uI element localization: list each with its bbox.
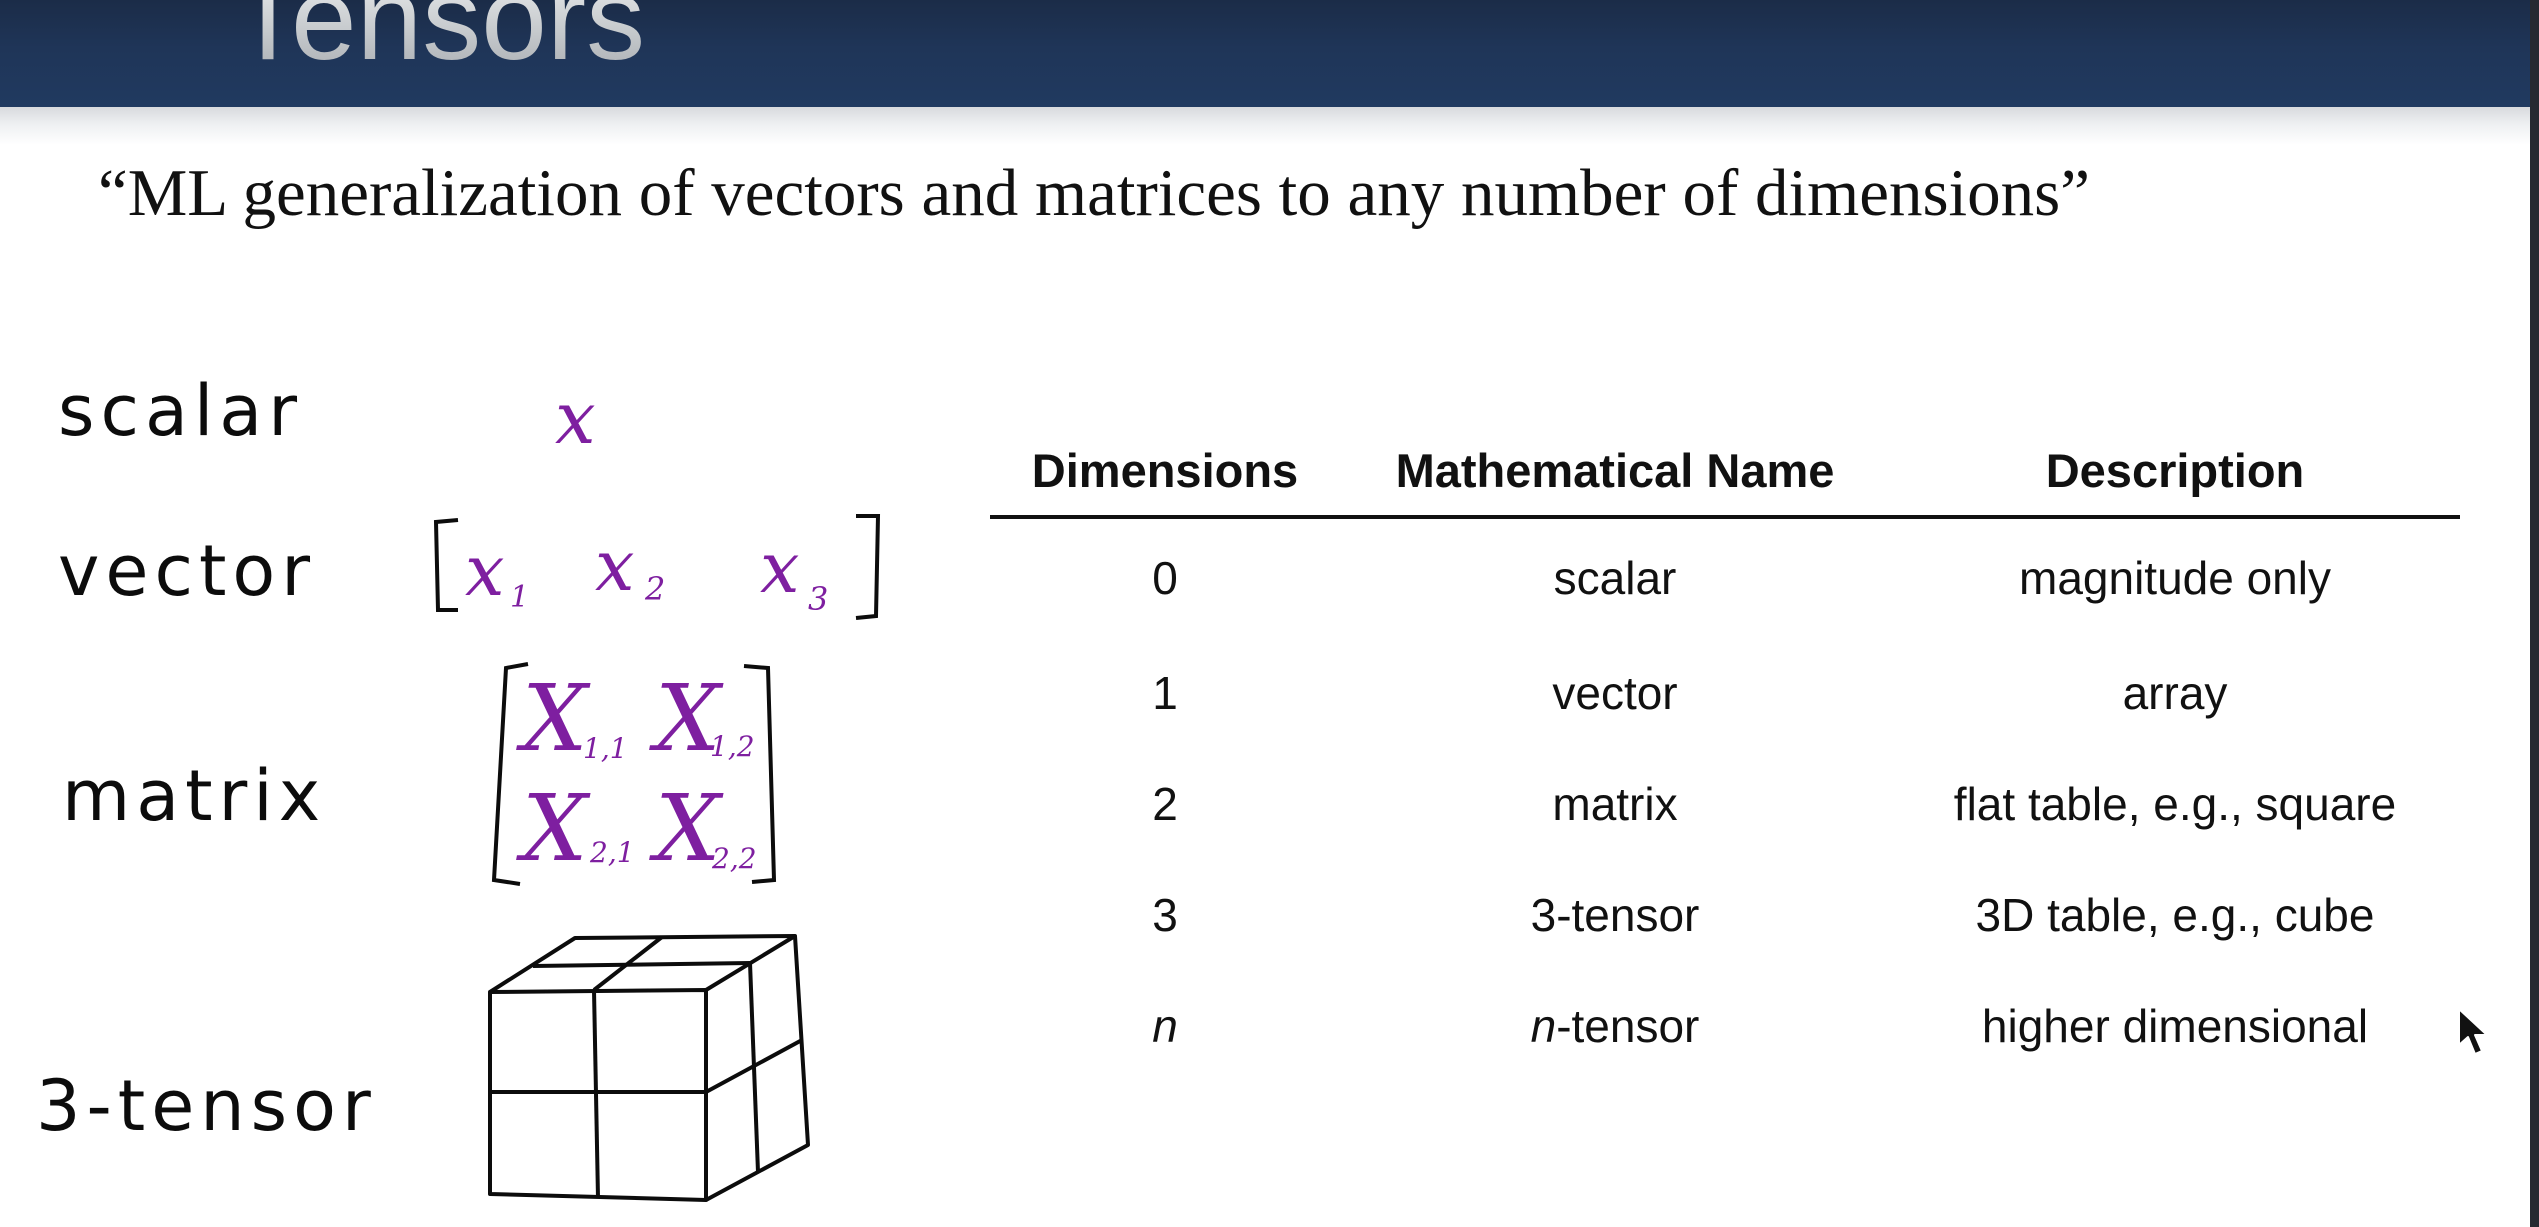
vector-entry-1: x 1 (465, 530, 529, 615)
slide-title: Tensors (232, 0, 645, 78)
matrix-entry-2-1: X 2,1 (516, 775, 635, 882)
cell-dimensions: 1 (1152, 666, 1178, 719)
definition-quote: “ML generalization of vectors and matric… (98, 156, 2090, 230)
cell-name: matrix (1340, 748, 1890, 859)
svg-text:1,2: 1,2 (710, 730, 755, 763)
cell-description: 3D table, e.g., cube (1975, 888, 2375, 941)
table-row: 3 3-tensor 3D table, e.g., cube (990, 859, 2460, 970)
table-header-row: Dimensions Mathematical Name Description (990, 425, 2460, 519)
scalar-symbol: x (555, 376, 596, 460)
cell-name: 3-tensor (1340, 859, 1890, 970)
matrix-entry-1-1: X 1,1 (516, 665, 628, 772)
title-bar: Tensors (0, 0, 2530, 107)
svg-text:2,1: 2,1 (589, 836, 635, 869)
vector-right-bracket (855, 514, 881, 620)
svg-text:X: X (516, 665, 591, 772)
table-row: 1 vector array (990, 637, 2460, 748)
svg-text:2: 2 (644, 570, 665, 608)
svg-text:X: X (516, 775, 591, 882)
svg-text:2,2: 2,2 (711, 842, 757, 875)
cell-name-italic-prefix: n (1530, 999, 1557, 1052)
tensor-dimensions-table: Dimensions Mathematical Name Description… (990, 425, 2460, 1081)
table-row: 0 scalar magnitude only (990, 517, 2460, 637)
svg-text:x: x (595, 525, 634, 607)
cell-dimensions: 2 (1152, 777, 1178, 830)
table-row: 2 matrix flat table, e.g., square (990, 748, 2460, 859)
label-vector: vector (58, 530, 317, 612)
svg-text:x: x (465, 530, 504, 612)
svg-text:x: x (760, 527, 799, 609)
cell-dimensions: 0 (1152, 552, 1178, 604)
handwritten-math-svg: x x 1 x 2 x 3 X 1,1 (433, 376, 881, 1202)
title-bar-shadow (0, 107, 2530, 145)
cell-dimensions: n (1152, 999, 1178, 1052)
cell-description: array (2122, 666, 2228, 719)
matrix-left-bracket (491, 662, 529, 886)
cell-name-text: -tensor (1556, 999, 1700, 1052)
svg-text:X: X (649, 665, 724, 772)
handwritten-examples: scalar vector matrix 3-tensor x x 1 x 2 … (0, 360, 900, 1220)
header-description: Description (1890, 425, 2460, 519)
window-edge (2530, 0, 2539, 1227)
svg-text:1,1: 1,1 (583, 732, 628, 765)
matrix-entry-1-2: X 1,2 (649, 665, 755, 772)
label-scalar: scalar (58, 370, 303, 452)
svg-text:1: 1 (510, 580, 529, 615)
mouse-cursor-icon (2458, 1008, 2488, 1055)
vector-left-bracket (433, 518, 459, 612)
vector-entry-3: x 3 (760, 527, 828, 618)
label-matrix: matrix (62, 755, 327, 837)
cell-name-text: scalar (1553, 552, 1677, 604)
cell-description: flat table, e.g., square (1953, 777, 2397, 830)
table-row: n n-tensor higher dimensional (990, 970, 2460, 1081)
cell-name: vector (1340, 637, 1890, 748)
header-mathematical-name: Mathematical Name (1340, 425, 1890, 519)
matrix-right-bracket (743, 664, 777, 884)
cell-name: scalar (1340, 517, 1890, 637)
vector-entry-2: x 2 (595, 525, 665, 608)
cell-name-text: matrix (1552, 777, 1678, 830)
cell-description: magnitude only (2019, 552, 2331, 604)
cell-name-text: vector (1552, 666, 1678, 719)
cell-dimensions: 3 (1152, 888, 1178, 941)
svg-text:3: 3 (808, 580, 828, 618)
tensor-cube-drawing (488, 934, 810, 1202)
matrix-entry-2-2: X 2,2 (649, 775, 757, 882)
label-3-tensor: 3-tensor (36, 1065, 377, 1147)
header-dimensions: Dimensions (990, 425, 1340, 519)
svg-text:X: X (649, 775, 724, 882)
cell-description: higher dimensional (1981, 999, 2369, 1052)
cell-name-text: 3-tensor (1530, 888, 1700, 941)
cell-name: n-tensor (1340, 970, 1890, 1081)
